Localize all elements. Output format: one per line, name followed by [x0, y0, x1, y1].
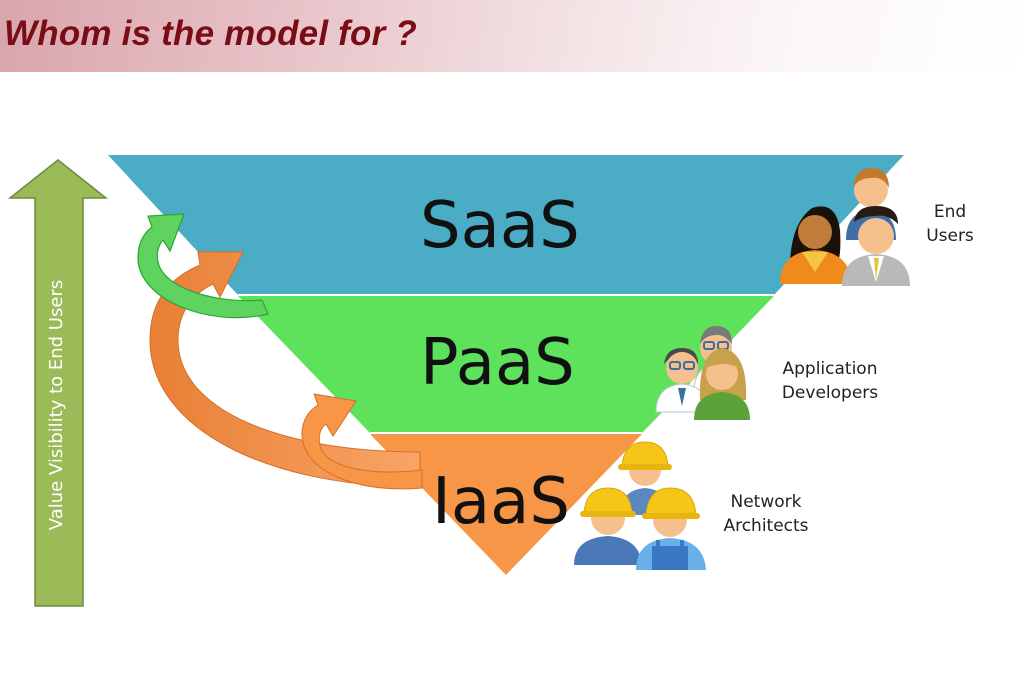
network-architects-label: Network Architects: [706, 490, 826, 538]
orange-arrow-iaas-to-paas: [301, 393, 423, 490]
slide-header: Whom is the model for ?: [0, 0, 1024, 72]
green-arrow-paas-to-saas: [137, 213, 269, 319]
saas-band: [108, 155, 904, 295]
paas-label: PaaS: [420, 326, 575, 400]
paas-band: [238, 296, 774, 433]
developers-label-line1: Application: [782, 359, 878, 379]
developers-label-line2: Developers: [781, 383, 879, 403]
end-users-label-line1: End: [933, 202, 967, 222]
network-architects-label-line1: Network: [730, 492, 802, 512]
end-users-label-line2: Users: [926, 226, 974, 246]
end-users-icon: [780, 168, 910, 286]
developers-label: Application Developers: [760, 357, 900, 405]
slide-title: Whom is the model for ?: [4, 14, 417, 53]
visibility-arrow-label: Value Visibility to End Users: [46, 279, 67, 531]
orange-arrow-iaas-to-saas: [149, 251, 421, 488]
network-architects-label-line2: Architects: [723, 516, 809, 536]
end-users-label: End Users: [920, 200, 980, 248]
saas-label: SaaS: [420, 189, 580, 263]
visibility-arrow: [7, 159, 109, 607]
developers-icon: [655, 326, 750, 420]
iaas-band: [370, 434, 642, 575]
network-architects-icon: [574, 441, 706, 570]
iaas-label: IaaS: [432, 465, 570, 539]
